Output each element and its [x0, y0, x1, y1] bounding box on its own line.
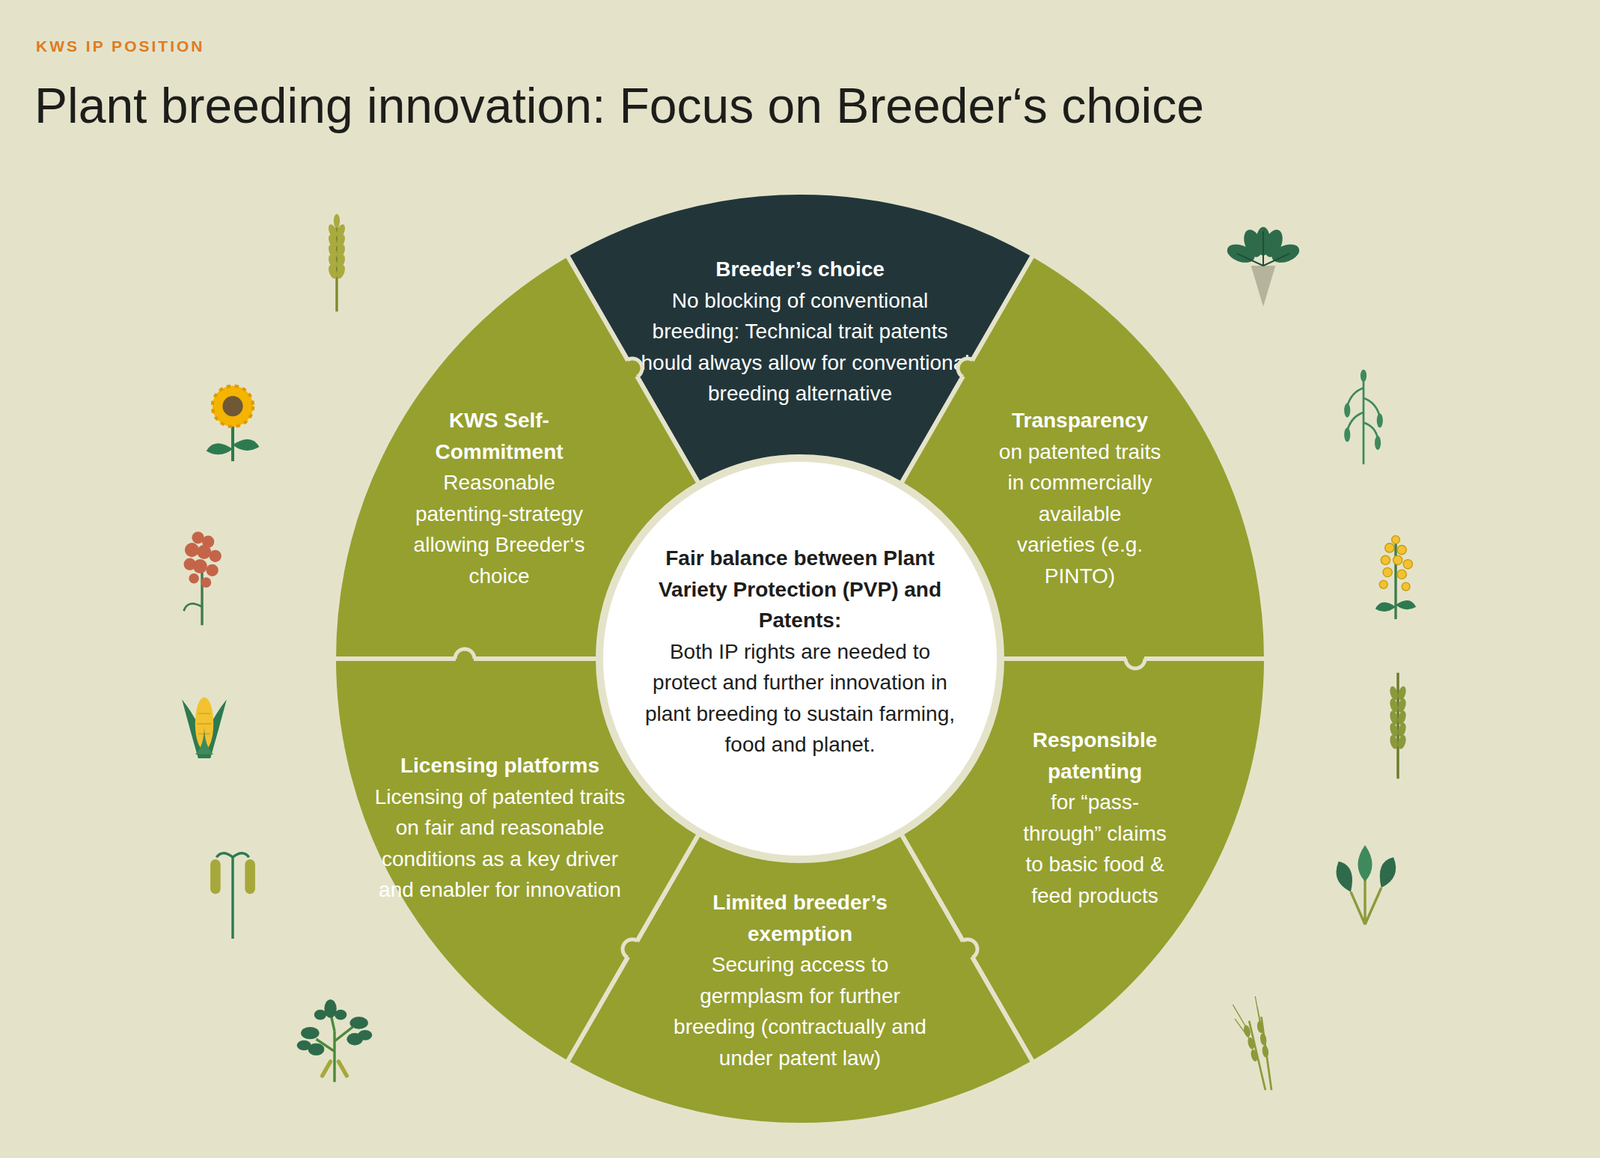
puzzle-tab-joint: [963, 941, 973, 958]
puzzle-tab: [622, 939, 637, 958]
node-heading: Transparency: [997, 404, 1163, 437]
node-body: for “pass-through” claims to basic food …: [1014, 786, 1176, 911]
puzzle-tab: [627, 358, 643, 377]
node-text: Limited breeder’s exemptionSecuring acce…: [671, 886, 930, 1074]
puzzle-tab-edge: [1125, 658, 1145, 669]
puzzle-tab-joint: [963, 360, 973, 377]
node-heading: Fair balance between Plant Variety Prote…: [642, 542, 958, 637]
node-body: Reasonable patenting-strategy allowing B…: [409, 466, 589, 592]
pea-icon: [210, 853, 256, 939]
puzzle-tab-edge: [627, 358, 643, 377]
spinach-icon: [1336, 844, 1397, 925]
node-heading: Licensing platforms: [371, 749, 630, 782]
node-text: Fair balance between Plant Variety Prote…: [642, 542, 958, 761]
node-text: Breeder’s choiceNo blocking of conventio…: [627, 253, 973, 410]
wheat-icon: [1388, 672, 1407, 779]
node-body: Licensing of patented traits on fair and…: [371, 781, 630, 906]
puzzle-tab-edge: [622, 939, 637, 958]
node-body: Both IP rights are needed to protect and…: [642, 635, 958, 760]
wheat-icon: [327, 214, 347, 313]
sunflower-icon: [206, 385, 260, 461]
rapeseed-icon: [1375, 535, 1416, 620]
barley-icon: [1232, 996, 1272, 1090]
soybean-icon: [297, 999, 373, 1082]
oat-icon: [1344, 369, 1383, 464]
node-text: KWS Self-CommitmentReasonable patenting-…: [409, 404, 589, 592]
puzzle-tab-joint: [627, 941, 637, 958]
puzzle-tab: [957, 358, 973, 377]
page-title: Plant breeding innovation: Focus on Bree…: [34, 76, 1205, 136]
puzzle-tab-edge: [957, 358, 973, 377]
circle-outline: [600, 459, 1000, 858]
sorghum-icon: [184, 531, 222, 625]
node-heading: Responsible patenting: [1014, 724, 1176, 787]
puzzle-tab-joint: [627, 360, 637, 377]
puzzle-tab: [1125, 658, 1145, 669]
node-text: Licensing platformsLicensing of patented…: [371, 749, 630, 906]
node-heading: KWS Self-Commitment: [409, 404, 589, 467]
puzzle-tab-edge: [963, 939, 978, 958]
node-text: Responsible patentingfor “pass-through” …: [1014, 724, 1176, 911]
puzzle-tab-joint: [455, 655, 474, 662]
center-circle: Fair balance between Plant Variety Prote…: [597, 456, 1003, 861]
sugar-beet-icon: [1224, 226, 1302, 307]
node-body: Securing access to germplasm for further…: [671, 948, 930, 1074]
puzzle-tab-joint: [1126, 655, 1145, 662]
corn-icon: [181, 696, 227, 759]
node-heading: Limited breeder’s exemption: [671, 886, 930, 949]
puzzle-tab-edge: [455, 648, 475, 659]
puzzle-tab: [455, 648, 475, 659]
node-body: on patented traits in commercially avail…: [997, 435, 1163, 592]
puzzle-tab: [963, 939, 978, 958]
node-heading: Breeder’s choice: [627, 253, 973, 286]
node-body: No blocking of conventional breeding: Te…: [627, 285, 973, 410]
section-label: KWS IP POSITION: [35, 37, 205, 56]
node-text: Transparencyon patented traits in commer…: [997, 404, 1163, 592]
